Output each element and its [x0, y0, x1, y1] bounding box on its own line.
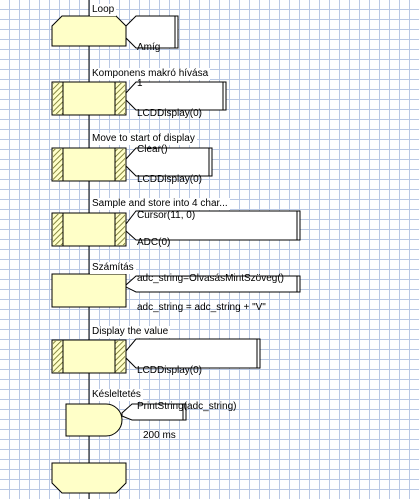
- note-line: PrintString(adc_string): [137, 401, 237, 412]
- note-line: LCDDisplay(0): [137, 174, 203, 185]
- note-line: LCDDisplay(0): [137, 365, 203, 376]
- calculation-note: [125, 275, 301, 293]
- calculation-block[interactable]: [51, 273, 127, 308]
- note-line: adc_string=OlvasásMintSzöveg(): [137, 273, 285, 284]
- note-line: adc_string = adc_string + "V": [137, 302, 266, 313]
- note-line: 1: [137, 78, 143, 89]
- note-line: Amíg: [137, 42, 161, 53]
- loop-condition-text: Amíg 1: [134, 17, 163, 103]
- macro-clear-block[interactable]: [51, 81, 127, 116]
- macro-adc-text: ADC(0) adc_string=OlvasásMintSzöveg(): [134, 212, 287, 298]
- macro-clear-note: [125, 81, 227, 111]
- note-line: Cursor(11, 0): [137, 210, 196, 221]
- loop-end-block[interactable]: [51, 462, 127, 494]
- delay-note: [121, 403, 187, 421]
- macro-cursor-block[interactable]: [51, 147, 127, 182]
- macro-clear-label: Komponens makró hívása: [90, 68, 211, 80]
- calculation-text: adc_string = adc_string + "V": [134, 277, 269, 327]
- macro-clear-text: LCDDisplay(0) Clear(): [134, 83, 205, 169]
- macro-cursor-note: [125, 147, 213, 177]
- note-line: Clear(): [137, 144, 168, 155]
- loop-condition-note: [125, 15, 179, 49]
- macro-print-text: LCDDisplay(0) PrintString(adc_string): [134, 340, 239, 426]
- delay-label: Késleltetés: [90, 389, 143, 401]
- note-line: ADC(0): [137, 237, 171, 248]
- delay-block[interactable]: [65, 403, 123, 437]
- macro-adc-label: Sample and store into 4 char...: [90, 198, 230, 210]
- macro-cursor-text: LCDDisplay(0) Cursor(11, 0): [134, 149, 205, 235]
- macro-print-block[interactable]: [51, 339, 127, 374]
- calculation-label: Számítás: [90, 262, 136, 274]
- note-line: 200 ms: [143, 430, 176, 441]
- note-line: LCDDisplay(0): [137, 108, 203, 119]
- macro-print-label: Display the value: [90, 326, 171, 338]
- macro-print-note: [125, 338, 261, 369]
- macro-adc-block[interactable]: [51, 212, 127, 247]
- delay-text: 200 ms: [140, 405, 179, 455]
- loop-label: Loop: [90, 4, 117, 16]
- loop-start-block[interactable]: [51, 15, 127, 47]
- macro-cursor-label: Move to start of display: [90, 133, 197, 145]
- macro-adc-note: [125, 210, 301, 241]
